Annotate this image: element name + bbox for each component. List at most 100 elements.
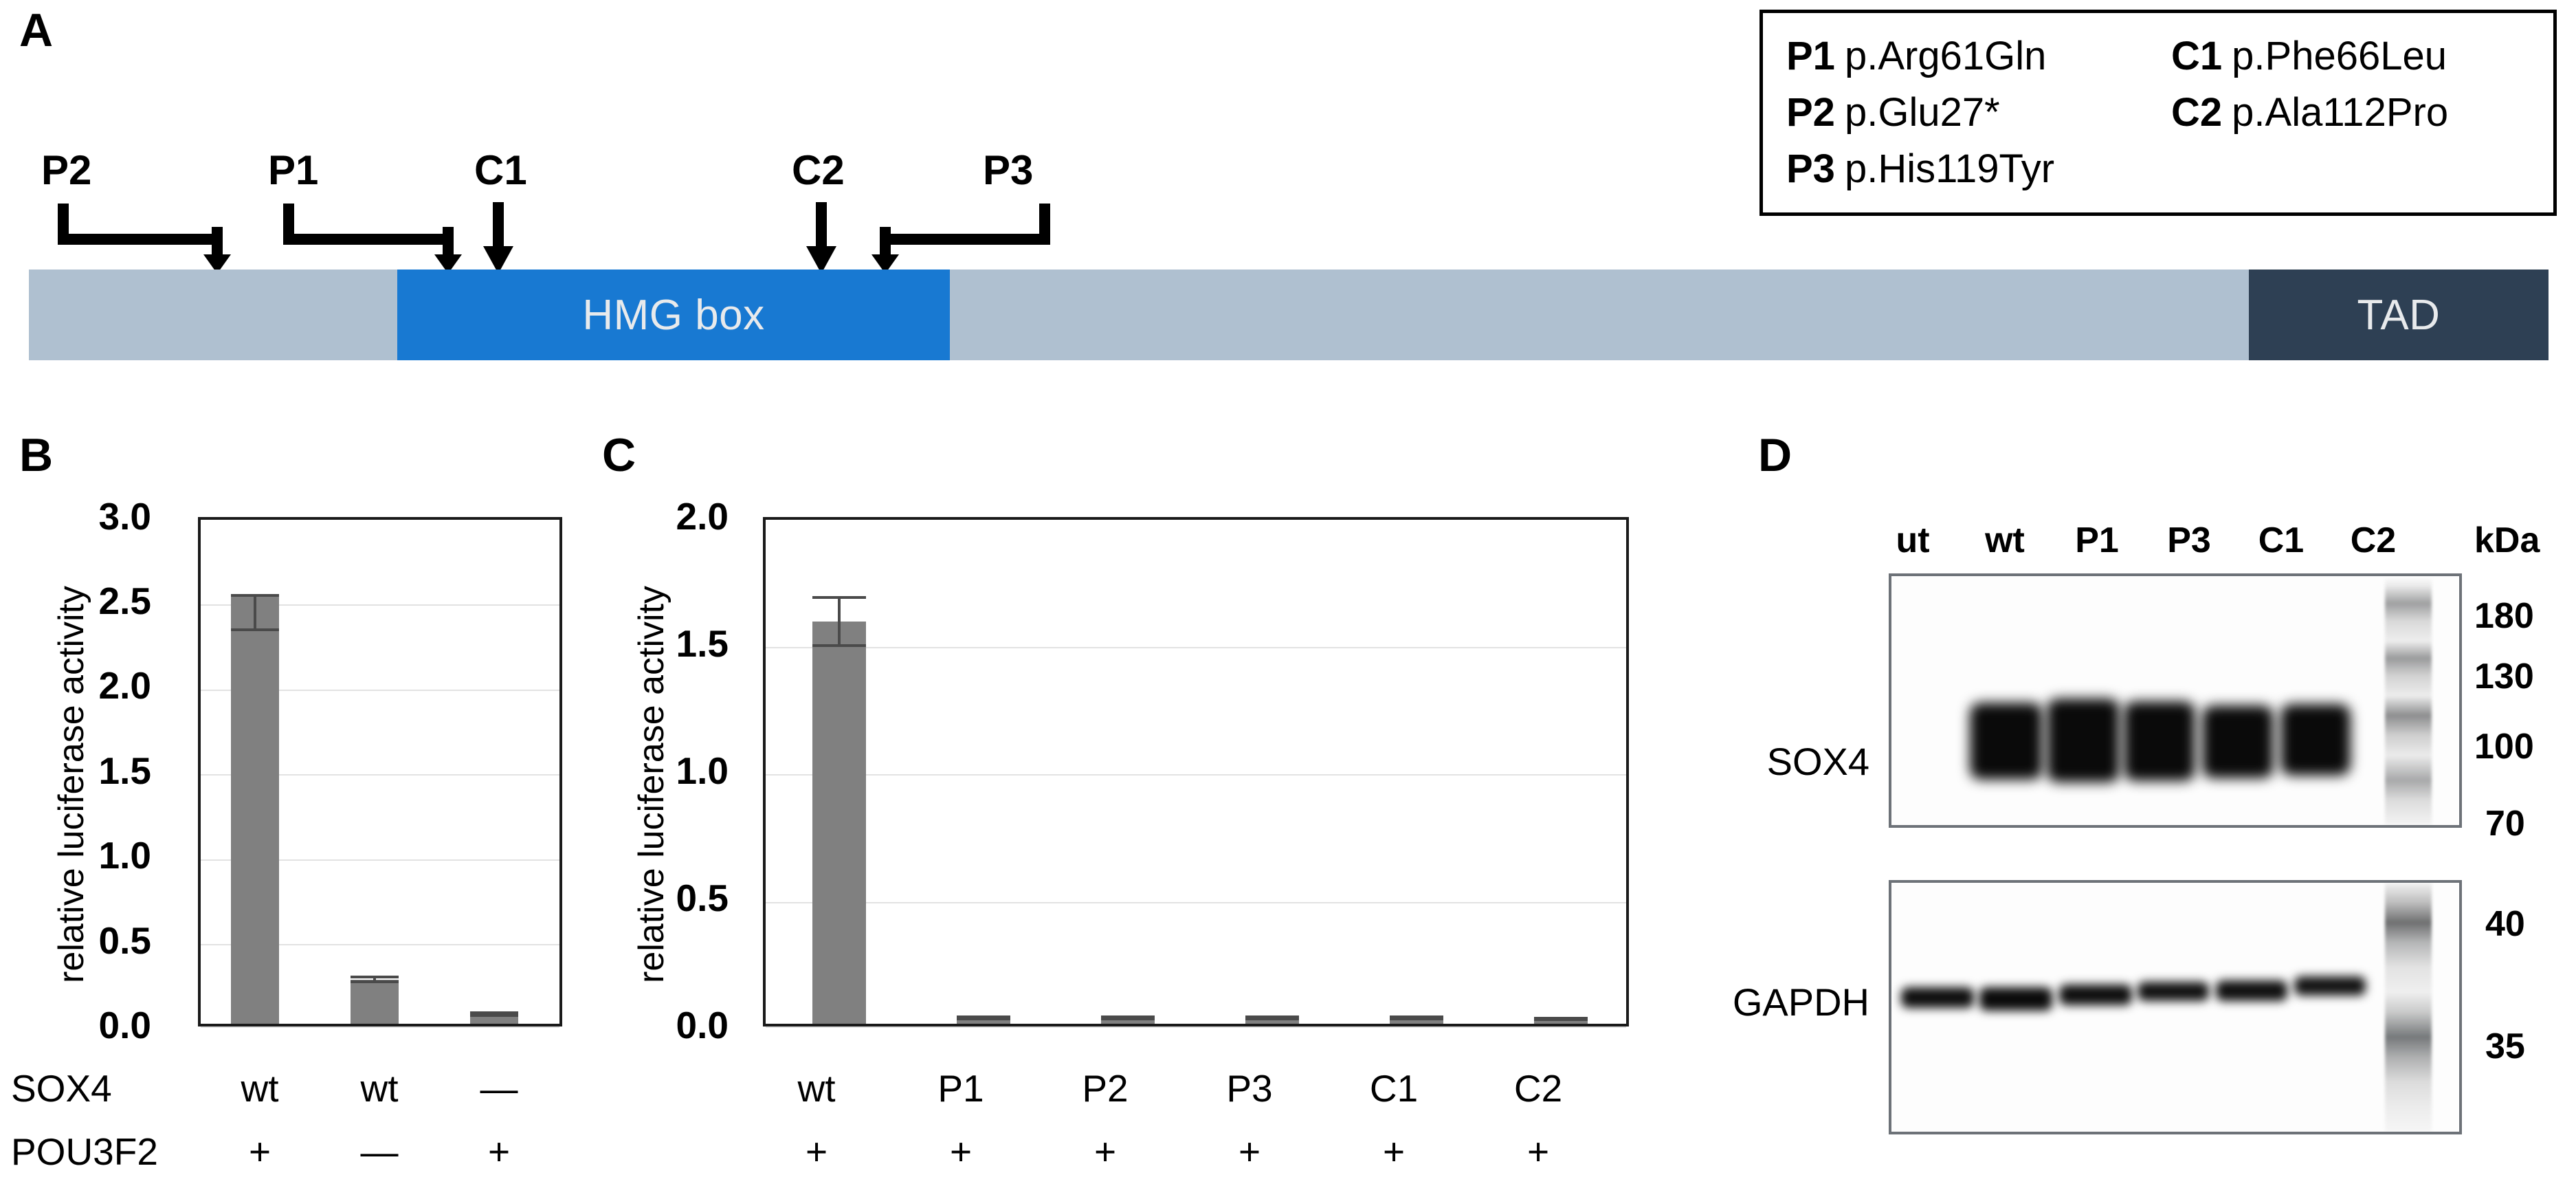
marker-arrow-p1-icon	[283, 204, 462, 274]
panel-b-gridline	[201, 1026, 559, 1028]
legend-change-p3: p.His119Tyr	[1844, 146, 2055, 191]
panel-letter-b: B	[19, 429, 53, 481]
blot-marker-40: 40	[2485, 904, 2525, 944]
panel-b-ytick-1: 1.0	[98, 834, 151, 877]
legend-change-c1: p.Phe66Leu	[2232, 34, 2447, 78]
panel-c-bar-c2	[1534, 1020, 1588, 1024]
blot-row-name-gapdh: GAPDH	[1732, 980, 1869, 1024]
panel-c-ytick-2: 2.0	[676, 495, 729, 538]
legend-code-c1: C1	[2171, 34, 2223, 78]
panel-letter-c: C	[602, 429, 636, 481]
marker-label-p2: P2	[41, 147, 92, 193]
panel-b-bar-wt-pou-plus	[231, 594, 279, 1024]
panel-letter-a: A	[19, 4, 53, 56]
marker-arrow-c2-icon	[806, 202, 836, 274]
panel-b-pou3f2-value-2: —	[360, 1130, 399, 1173]
panel-b-ytick-25: 2.5	[98, 580, 151, 622]
blot-band-gapdh-wt	[1979, 987, 2052, 1011]
panel-c-ytick-0: 0.0	[676, 1004, 729, 1046]
panel-c-gridline	[766, 774, 1626, 776]
blot-ladder-sox4	[2385, 576, 2432, 825]
legend-code-p1: P1	[1786, 34, 1835, 78]
panel-b-sox4-value-1: wt	[241, 1067, 279, 1110]
protein-segment-hmg-box: HMG box	[397, 270, 950, 360]
panel-c-condition-wt: +	[805, 1130, 828, 1173]
panel-c-errorbar-p1	[957, 1015, 1010, 1020]
blot-lane-label-ut: ut	[1896, 520, 1930, 560]
panel-c-ytick-15: 1.5	[676, 622, 729, 665]
legend-code-p3: P3	[1786, 146, 1835, 191]
blot-marker-35: 35	[2485, 1026, 2525, 1066]
panel-c-xtick-wt: wt	[797, 1067, 836, 1110]
panel-c-errorbar-p2	[1101, 1015, 1155, 1020]
panel-c-errorbar-wt	[812, 596, 866, 647]
panel-b-ytick-0: 0.0	[98, 1004, 151, 1046]
blot-band-sox4-p1	[2047, 699, 2120, 782]
panel-c-xtick-p1: P1	[937, 1067, 984, 1110]
marker-label-c2: C2	[792, 147, 845, 193]
panel-b-pou3f2-value-3: +	[487, 1130, 511, 1173]
panel-c-bar-c1	[1390, 1018, 1443, 1024]
panel-b-errorbar-2	[351, 976, 399, 983]
blot-band-gapdh-c1	[2216, 980, 2287, 1001]
panel-b-gridline	[201, 859, 559, 861]
panel-b-plot-area	[198, 517, 562, 1028]
legend-code-c2: C2	[2171, 90, 2223, 135]
panel-c-plot-area	[763, 517, 1629, 1028]
panel-c-condition-p3: +	[1238, 1130, 1261, 1173]
panel-c-condition-c2: +	[1526, 1130, 1550, 1173]
blot-lane-label-p3: P3	[2167, 520, 2211, 560]
panel-c-condition-c1: +	[1382, 1130, 1406, 1173]
blot-row-name-sox4: SOX4	[1766, 740, 1869, 783]
panel-c-gridline	[766, 1026, 1626, 1028]
panel-c-errorbar-p3	[1245, 1015, 1299, 1020]
blot-ladder-gapdh	[2385, 883, 2432, 1132]
blot-lane-label-c2: C2	[2350, 520, 2397, 560]
panel-b-sox4-value-3: —	[480, 1067, 518, 1110]
blot-band-gapdh-c2	[2294, 976, 2366, 996]
panel-c-errorbar-c1	[1390, 1015, 1443, 1020]
panel-b-ytick-15: 1.5	[98, 749, 151, 792]
blot-marker-70: 70	[2485, 804, 2525, 844]
legend-change-p2: p.Glu27*	[1844, 90, 2000, 135]
panel-letter-d: D	[1758, 429, 1792, 481]
panel-b-bar-none-pou-plus	[470, 1015, 518, 1024]
marker-label-p3: P3	[983, 147, 1034, 193]
panel-b-row-label-sox4: SOX4	[11, 1067, 112, 1110]
legend-change-p1: p.Arg61Gln	[1844, 34, 2047, 78]
hmg-box-label: HMG box	[582, 291, 765, 339]
panel-c-xtick-p2: P2	[1082, 1067, 1129, 1110]
panel-c-bar-p1	[957, 1018, 1010, 1024]
panel-b-gridline	[201, 604, 559, 606]
blot-image-gapdh	[1889, 880, 2462, 1134]
panel-c-bar-p3	[1245, 1018, 1299, 1024]
marker-label-c1: C1	[474, 147, 527, 193]
blot-band-sox4-c2	[2280, 704, 2351, 776]
panel-b-sox4-value-2: wt	[360, 1067, 399, 1110]
blot-band-sox4-wt	[1970, 703, 2043, 780]
panel-c-xtick-c2: C2	[1513, 1067, 1563, 1110]
blot-lane-label-c1: C1	[2258, 520, 2305, 560]
panel-b-pou3f2-value-1: +	[248, 1130, 271, 1173]
legend-change-c2: p.Ala112Pro	[2232, 90, 2449, 135]
panel-b-gridline	[201, 944, 559, 945]
panel-c-xtick-p3: P3	[1226, 1067, 1273, 1110]
legend-code-p2: P2	[1786, 90, 1835, 135]
panel-c-xtick-c1: C1	[1369, 1067, 1419, 1110]
panel-c-gridline	[766, 902, 1626, 903]
panel-c-bar-p2	[1101, 1018, 1155, 1024]
panel-c-ytick-1: 1.0	[676, 749, 729, 792]
panel-c-bar-wt	[812, 622, 866, 1024]
marker-arrow-p3-icon	[871, 204, 1050, 274]
blot-image-sox4	[1889, 573, 2462, 828]
tad-label: TAD	[2357, 291, 2441, 339]
blot-marker-180: 180	[2474, 596, 2534, 636]
panel-b-row-label-pou3f2: POU3F2	[11, 1130, 158, 1173]
